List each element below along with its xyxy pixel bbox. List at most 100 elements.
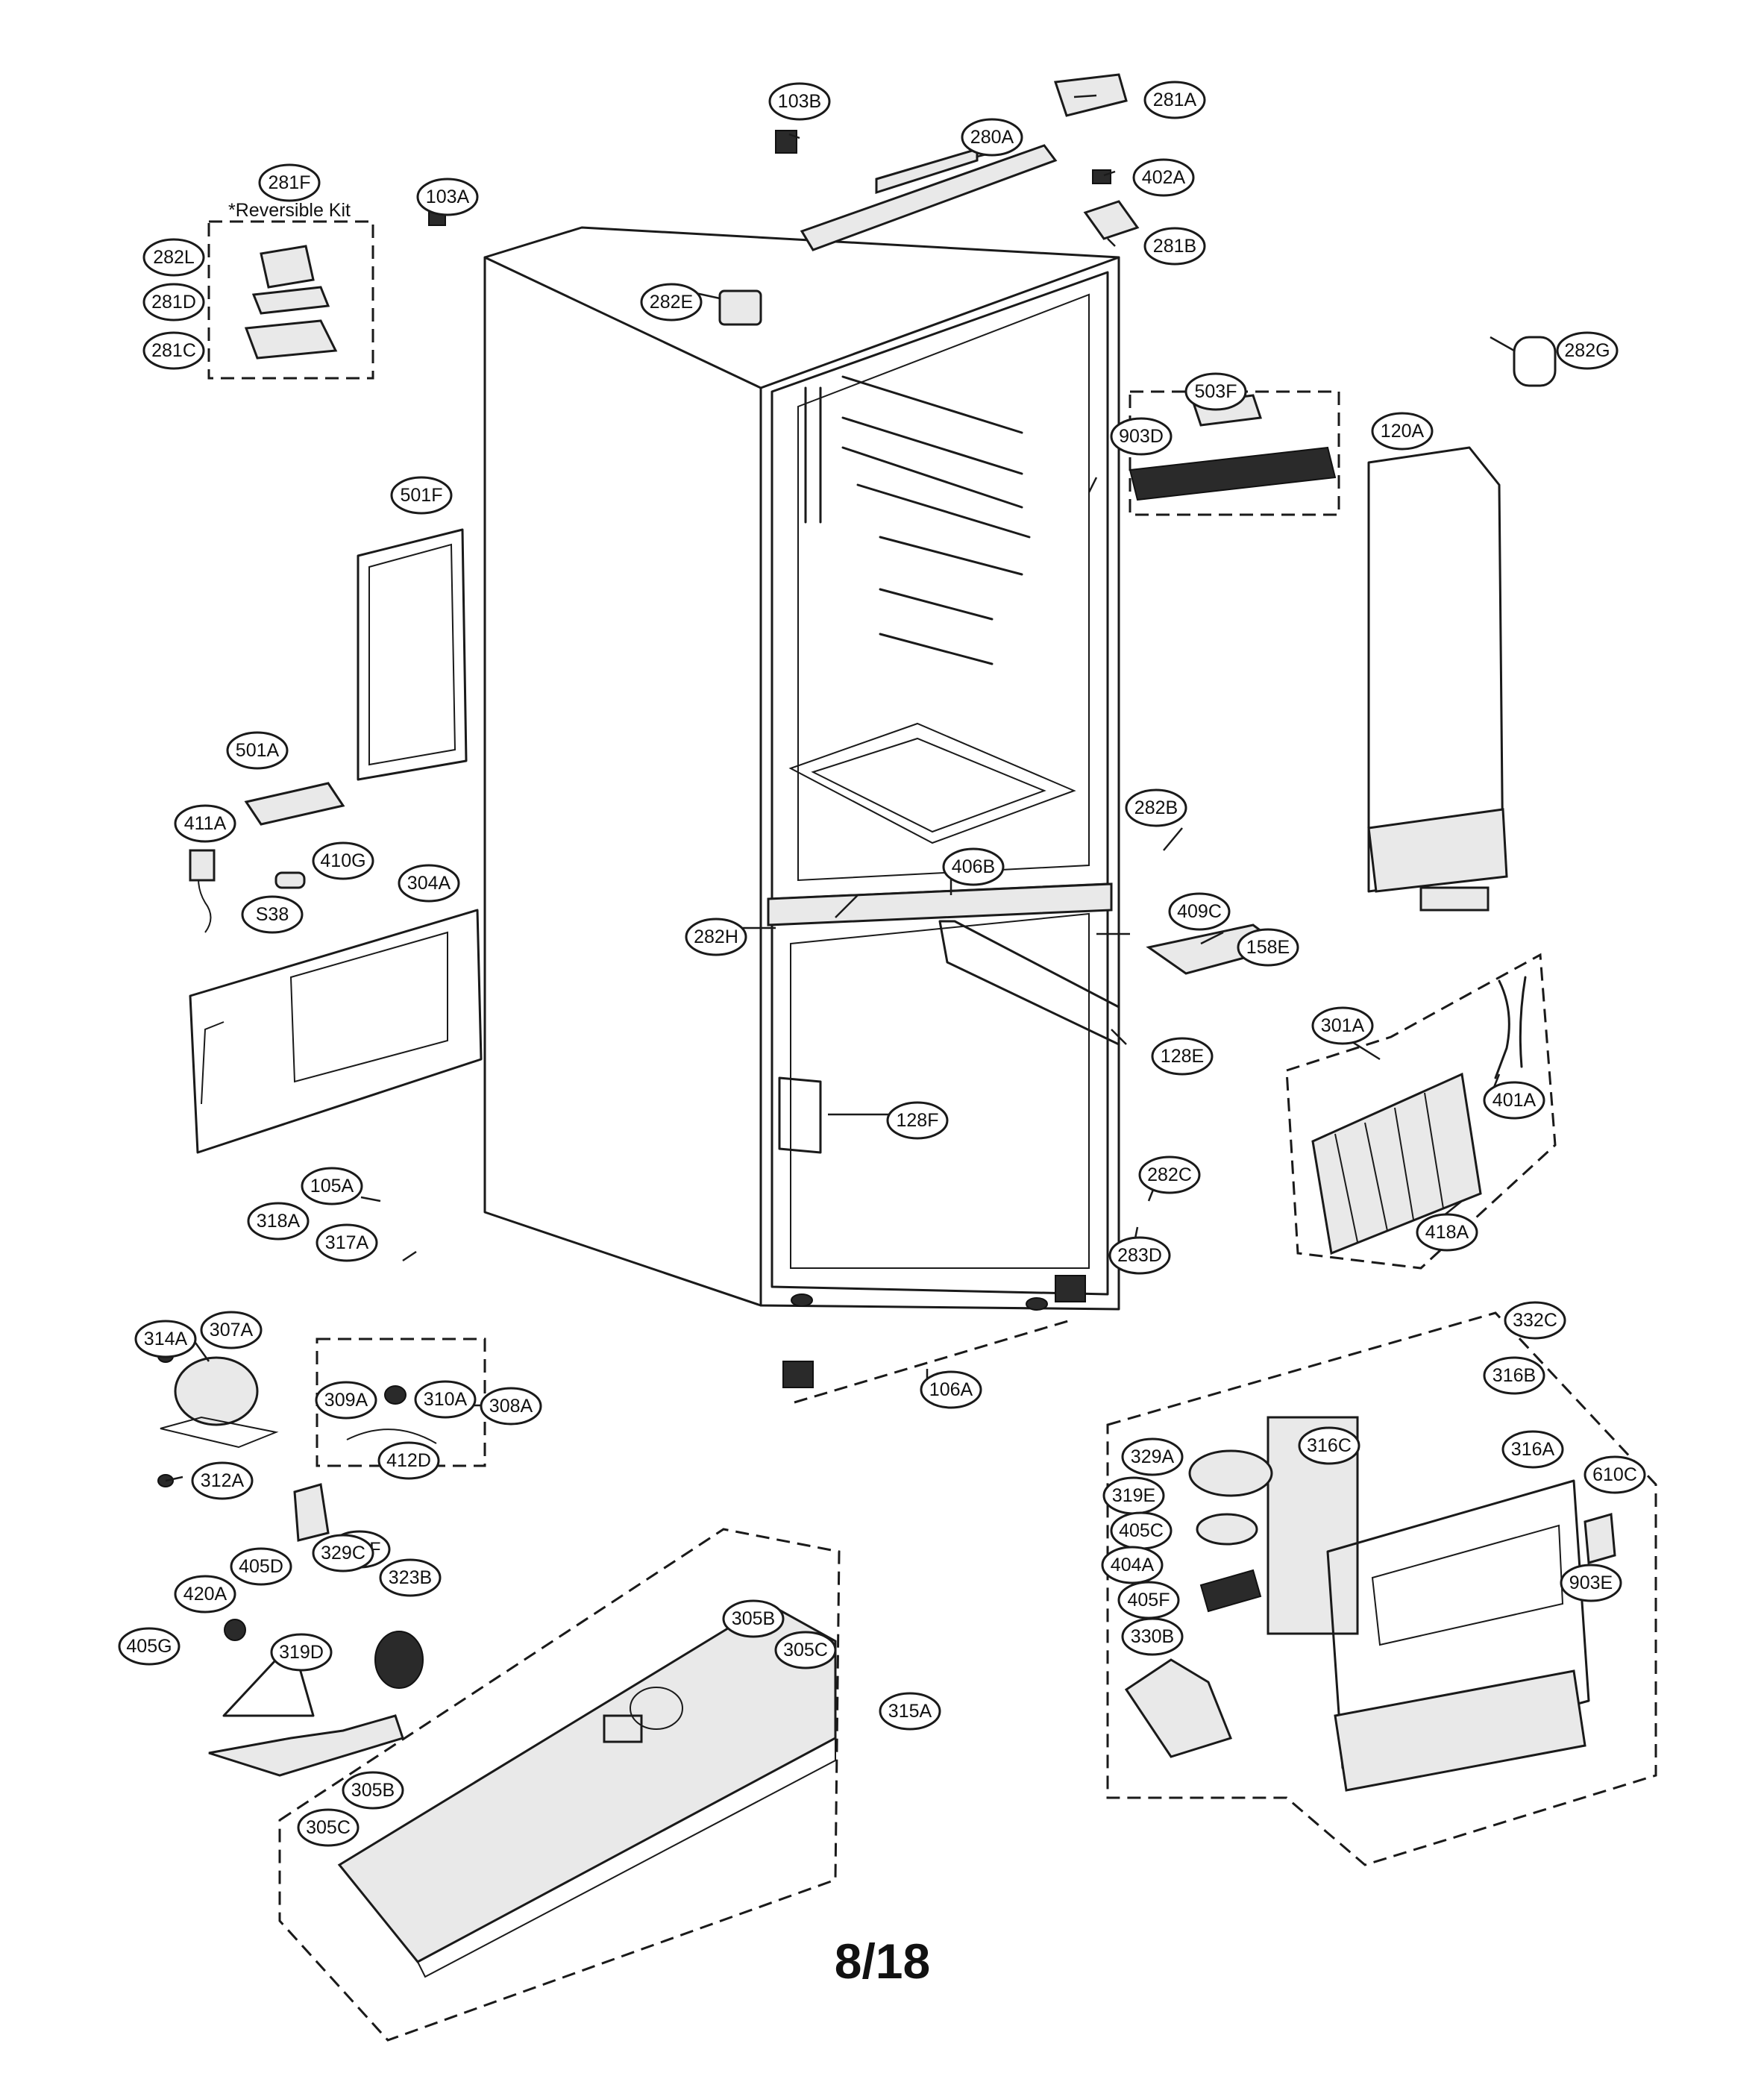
callout-282h: 282H (685, 918, 747, 956)
callout-bubble (1168, 892, 1231, 931)
callout-405f: 405F (1117, 1581, 1180, 1619)
freezer-rails-drawing (778, 920, 1120, 1154)
callout-410g: 410G (312, 841, 374, 880)
callout-903e: 903E (1560, 1564, 1622, 1602)
callout-label: 903E (1569, 1572, 1613, 1593)
callout-bubble (377, 1441, 440, 1480)
callout-label: 301A (1321, 1015, 1365, 1036)
callout-label: 319E (1112, 1485, 1155, 1506)
callout-label: 281A (1153, 90, 1197, 110)
evaporator-drawing (1285, 953, 1557, 1270)
callout-bubble (1504, 1301, 1566, 1340)
callout-bubble (886, 1101, 949, 1140)
callout-304a: 304A (398, 864, 460, 903)
callout-label: 282L (153, 247, 195, 268)
callout-128e: 128E (1151, 1037, 1214, 1076)
callout-label: 305B (732, 1608, 775, 1629)
callout-label: 405G (126, 1636, 172, 1657)
callout-bubble (416, 178, 479, 216)
callout-307a: 307A (200, 1311, 263, 1349)
callout-bubble (768, 82, 831, 121)
callout-610c: 610C (1583, 1455, 1646, 1494)
callout-501f: 501F (390, 476, 453, 515)
callout-label: 120A (1381, 421, 1425, 442)
callout-281c: 281C (142, 331, 205, 370)
callout-281a: 281A (1143, 81, 1206, 119)
callout-label: 332C (1513, 1310, 1557, 1331)
callout-label: 503F (1195, 381, 1237, 402)
callout-bubble (1143, 227, 1206, 266)
callout-305b-lower: 305B (342, 1771, 404, 1810)
callout-bubble (142, 331, 205, 370)
callout-402a: 402A (1132, 158, 1195, 197)
callout-501a: 501A (226, 731, 289, 770)
leader-lines (165, 94, 1515, 1482)
callout-bubble (879, 1692, 941, 1731)
callout-309a: 309A (315, 1381, 377, 1420)
callout-label: 280A (970, 127, 1014, 148)
callout-bubble (942, 847, 1005, 886)
callout-label: 316A (1511, 1439, 1555, 1460)
callout-bubble (961, 118, 1023, 157)
callout-281b: 281B (1143, 227, 1206, 266)
callout-bubble (134, 1320, 197, 1358)
callout-280a: 280A (961, 118, 1023, 157)
callout-bubble (342, 1771, 404, 1810)
callout-412d: 412D (377, 1441, 440, 1480)
callout-420a: 420A (174, 1575, 236, 1614)
callout-label: 128F (897, 1110, 939, 1131)
leveling-legs-drawing (782, 1275, 1086, 1404)
callout-bubble (1311, 1006, 1374, 1045)
callout-label: 282C (1147, 1164, 1192, 1185)
callout-316c: 316C (1298, 1426, 1360, 1465)
callout-bubble (191, 1461, 254, 1500)
callout-bubble (301, 1167, 363, 1205)
callout-label: 158E (1246, 937, 1290, 958)
callout-label: 305C (783, 1640, 828, 1661)
callout-316b: 316B (1483, 1356, 1545, 1395)
callout-label: 308A (489, 1396, 533, 1417)
callout-282b: 282B (1125, 788, 1187, 827)
callout-323b: 323B (379, 1558, 442, 1597)
compressor-drawing (157, 1338, 486, 1542)
callout-103b: 103B (768, 82, 831, 121)
callout-label: 610C (1592, 1464, 1637, 1485)
callout-bubble (142, 238, 205, 277)
callout-282c: 282C (1138, 1155, 1201, 1194)
callout-301a: 301A (1311, 1006, 1374, 1045)
callout-bubble (1416, 1213, 1478, 1252)
callout-bubble (258, 163, 321, 202)
callout-bubble (390, 476, 453, 515)
callout-label: 310A (424, 1389, 468, 1410)
callout-label: 283D (1117, 1245, 1162, 1266)
callout-405g: 405G (118, 1627, 181, 1666)
callout-label: 316C (1307, 1435, 1352, 1456)
callout-label: 314A (144, 1329, 188, 1349)
callout-label: 305C (306, 1817, 351, 1838)
callout-bubble (312, 841, 374, 880)
callout-label: 330B (1131, 1626, 1174, 1647)
callout-label: 305B (351, 1780, 395, 1801)
callout-bubble (1108, 1236, 1171, 1275)
callout-310a: 310A (414, 1380, 477, 1419)
callout-bubble (1121, 1617, 1184, 1656)
callout-411a: 411A (174, 804, 236, 843)
callout-308a: 308A (480, 1387, 542, 1426)
callout-314a: 314A (134, 1320, 197, 1358)
callout-label: 405F (1128, 1590, 1170, 1611)
callout-bubble (398, 864, 460, 903)
callout-label: 410G (320, 850, 365, 871)
callout-bubble (247, 1202, 310, 1241)
lamp-and-filter-drawing (1129, 390, 1340, 975)
callout-120a: 120A (1371, 412, 1434, 451)
callout-bubble (174, 804, 236, 843)
callout-316a: 316A (1501, 1430, 1564, 1469)
callout-329c: 329C (312, 1534, 374, 1572)
callout-bubble (920, 1370, 982, 1409)
callout-label: 318A (257, 1211, 301, 1232)
callout-label: 315A (888, 1701, 932, 1722)
callout-bubble (1101, 1546, 1164, 1584)
callout-315a: 315A (879, 1692, 941, 1731)
callout-bubble (1483, 1356, 1545, 1395)
